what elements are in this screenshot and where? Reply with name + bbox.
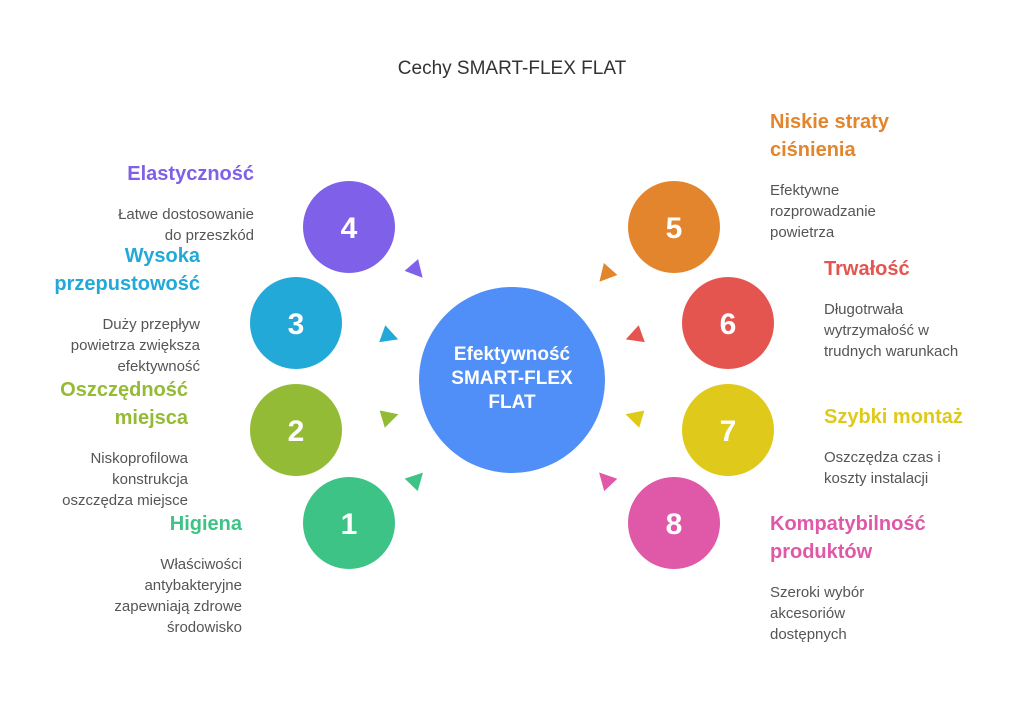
feature-title-line: Niskie straty (770, 111, 889, 133)
feature-circle-2 (250, 384, 342, 476)
feature-description-line: efektywność (117, 358, 200, 375)
feature-circle-6 (682, 277, 774, 369)
arrow-icon-2 (379, 410, 399, 428)
feature-number-5: 5 (666, 212, 683, 245)
feature-title-line: Trwałość (824, 258, 910, 280)
arrow-icon-3 (379, 325, 399, 343)
feature-circle-4 (303, 181, 395, 273)
feature-node-5: 5 (628, 181, 720, 273)
feature-title-line: przepustowość (54, 273, 200, 295)
feature-number-6: 6 (720, 308, 737, 341)
center-label-line-3: FLAT (488, 392, 536, 413)
feature-title-8: Kompatybilność produktów (770, 510, 990, 566)
feature-node-7: 7 (682, 384, 774, 476)
feature-number-1: 1 (341, 508, 358, 541)
feature-number-7: 7 (720, 415, 737, 448)
feature-description-2: Niskoprofilowa konstrukcja oszczędza miejs… (0, 448, 188, 511)
feature-description-line: konstrukcja (112, 471, 188, 488)
feature-title-line: miejsca (114, 407, 188, 429)
feature-node-8: 8 (628, 477, 720, 569)
feature-title-line: Kompatybilność (770, 513, 926, 535)
feature-title-line: produktów (770, 541, 873, 563)
feature-title-line: Higiena (169, 513, 242, 535)
feature-description-line: Oszczędza czas i (824, 449, 941, 466)
feature-description-line: koszty instalacji (824, 470, 929, 487)
feature-description-line: powietrza zwiększa (70, 337, 200, 354)
center-node: Efektywność SMART-FLEX FLAT (419, 287, 605, 473)
feature-description-line: powietrza (770, 224, 835, 241)
feature-title-4: Elastyczność (34, 160, 254, 188)
feature-description-line: Właściwości (160, 556, 242, 573)
feature-description-line: oszczędza miejsce (62, 492, 188, 509)
center-label-line-1: Efektywność (454, 344, 571, 365)
feature-number-4: 4 (341, 212, 358, 245)
feature-title-7: Szybki montaż (824, 403, 1024, 431)
feature-description-line: Długotrwała (824, 301, 904, 318)
feature-description-line: zapewniają zdrowe (114, 598, 242, 615)
feature-title-line: Szybki montaż (824, 406, 963, 428)
arrow-icon-1 (404, 472, 423, 492)
feature-description-line: wytrzymałość w (824, 322, 930, 339)
feature-node-1: 1 (303, 477, 395, 569)
feature-circle-5 (628, 181, 720, 273)
feature-description-8: Szeroki wybór akcesoriów dostępnych (770, 582, 990, 645)
feature-title-line: ciśnienia (770, 139, 856, 161)
feature-node-6: 6 (682, 277, 774, 369)
feature-title-3: Wysoka przepustowość (0, 242, 200, 298)
feature-description-7: Oszczędza czas i koszty instalacji (824, 447, 1024, 489)
diagram-title: Cechy SMART-FLEX FLAT (397, 58, 627, 79)
feature-title-line: Oszczędność (60, 379, 188, 401)
feature-circle-3 (250, 277, 342, 369)
feature-title-6: Trwałość (824, 255, 1024, 283)
arrow-icon-5 (599, 263, 618, 282)
feature-description-line: rozprowadzanie (770, 203, 876, 220)
feature-number-8: 8 (666, 508, 683, 541)
feature-circle-8 (628, 477, 720, 569)
feature-circle-7 (682, 384, 774, 476)
arrow-icon-6 (625, 325, 645, 343)
feature-description-line: trudnych warunkach (824, 343, 959, 360)
feature-description-line: Duży przepływ (102, 316, 200, 333)
feature-description-1: Właściwości antybakteryjne zapewniają zdro… (22, 554, 242, 638)
feature-number-3: 3 (288, 308, 305, 341)
feature-title-1: Higiena (22, 510, 242, 538)
feature-description-3: Duży przepływ powietrza zwiększa efektywno… (0, 314, 200, 377)
center-circle (419, 287, 605, 473)
feature-description-line: dostępnych (770, 626, 847, 643)
feature-description-4: Łatwe dostosowanie do przeszkód (34, 204, 254, 246)
feature-title-2: Oszczędność miejsca (0, 376, 188, 432)
feature-description-line: środowisko (166, 619, 242, 636)
center-label-line-2: SMART-FLEX (451, 368, 573, 389)
feature-description-5: Efektywne rozprowadzanie powietrza (770, 180, 990, 243)
arrow-icon-8 (599, 472, 618, 492)
feature-node-2: 2 (250, 384, 342, 476)
feature-description-6: Długotrwała wytrzymałość w trudnych warunk… (824, 299, 1024, 362)
arrow-icon-7 (625, 410, 645, 428)
feature-node-3: 3 (250, 277, 342, 369)
feature-number-2: 2 (288, 415, 305, 448)
feature-title-line: Elastyczność (127, 163, 254, 185)
feature-description-line: antybakteryjne (144, 577, 242, 594)
feature-title-5: Niskie straty ciśnienia (770, 108, 990, 164)
feature-description-line: Niskoprofilowa (90, 450, 188, 467)
feature-description-line: Łatwe dostosowanie (118, 206, 254, 223)
feature-description-line: akcesoriów (770, 605, 846, 622)
feature-node-4: 4 (303, 181, 395, 273)
feature-title-line: Wysoka (124, 245, 200, 267)
feature-description-line: Szeroki wybór (770, 584, 865, 601)
arrow-icon-4 (404, 259, 423, 278)
feature-circle-1 (303, 477, 395, 569)
feature-description-line: Efektywne (770, 182, 840, 199)
feature-description-line: do przeszkód (164, 227, 254, 244)
